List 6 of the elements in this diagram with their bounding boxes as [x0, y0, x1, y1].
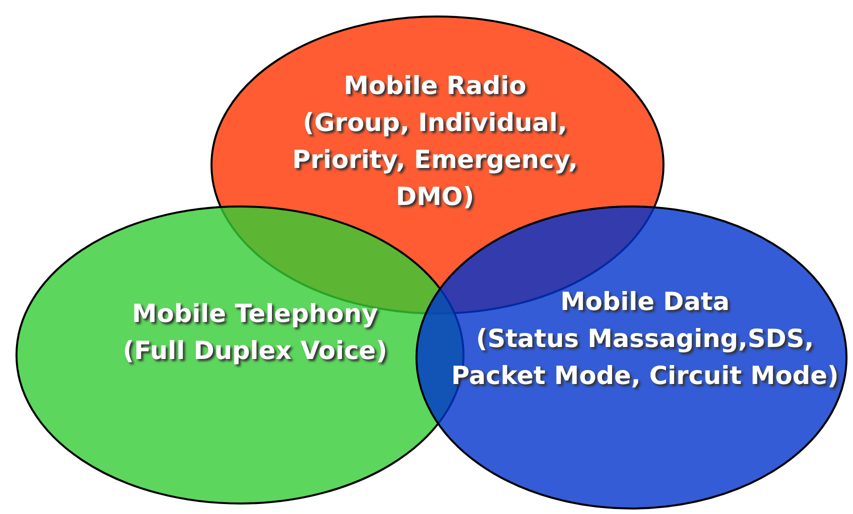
region-description: (Status Massaging,SDS, Packet Mode, Circuit Mode) — [450, 323, 840, 392]
region-title: Mobile Data — [559, 286, 731, 318]
region-description: (Group, Individual, Priority, Emergency, DMO) — [291, 107, 579, 213]
region-title: Mobile Radio — [342, 70, 528, 102]
region-description: (Full Duplex Voice) — [122, 335, 388, 367]
region-title: Mobile Telephony — [131, 298, 379, 330]
